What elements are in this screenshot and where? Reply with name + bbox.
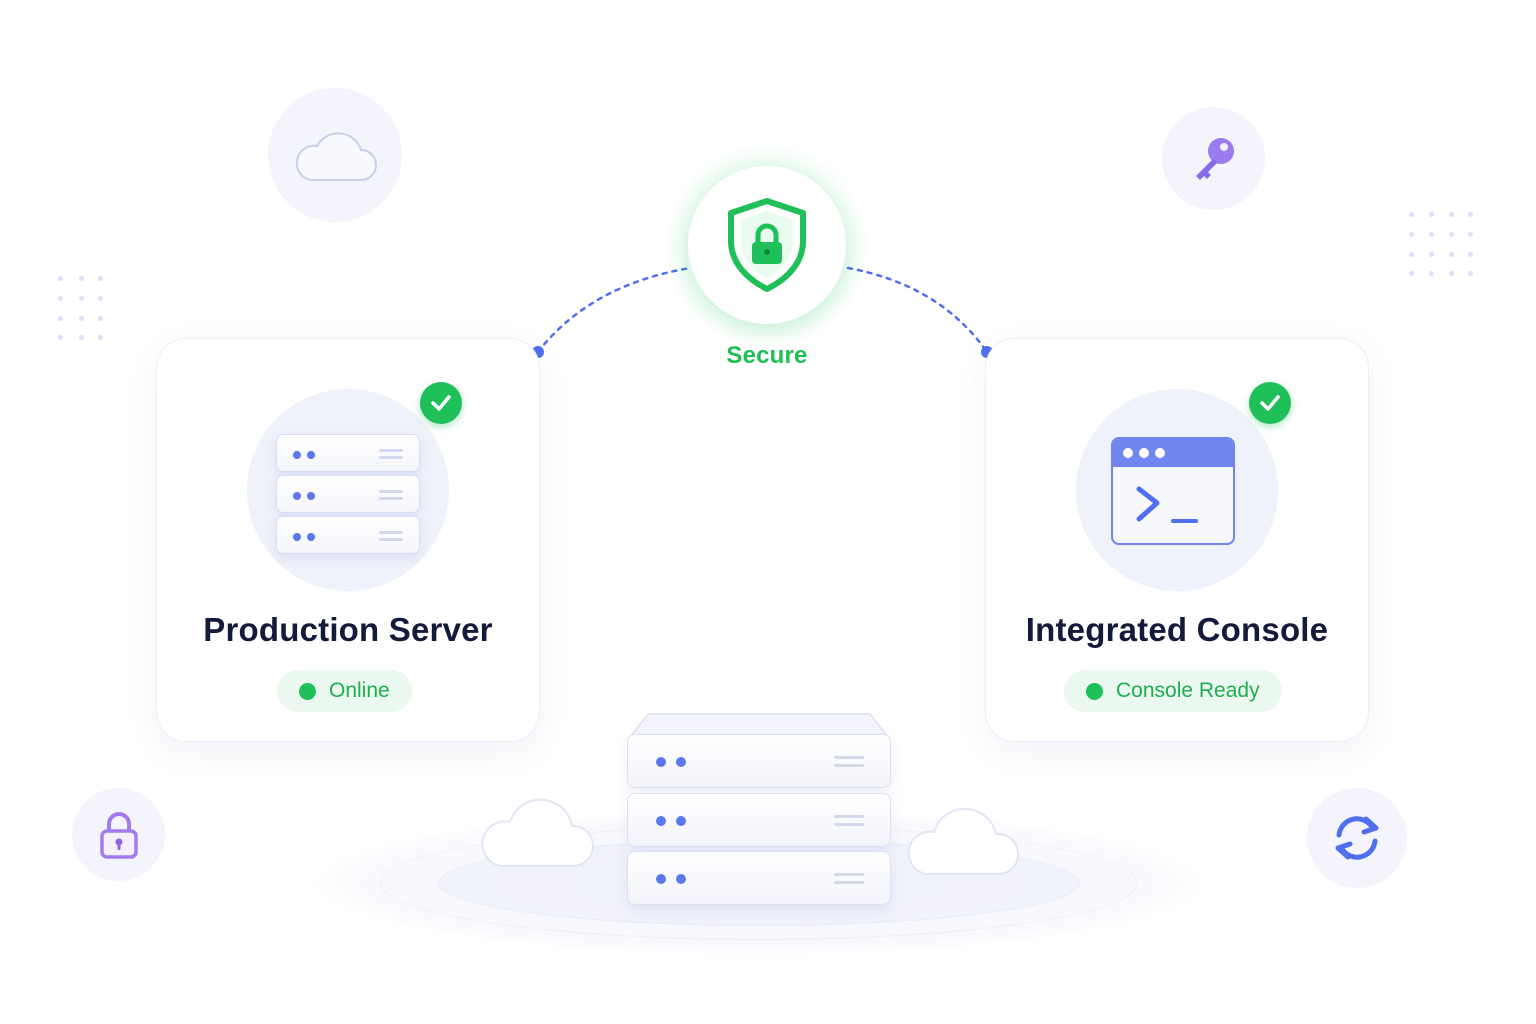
secure-node: [688, 166, 846, 324]
status-dot: [1086, 682, 1103, 700]
server-unit: [627, 851, 891, 905]
server-unit: [627, 793, 891, 847]
status-text: Online: [329, 679, 390, 702]
shield-lock-icon: [728, 198, 806, 292]
dot-grid-right: [1409, 212, 1475, 278]
rack-unit: [276, 434, 420, 472]
arc-left: [536, 266, 692, 354]
secure-label: Secure: [726, 342, 808, 369]
check-icon: [1249, 382, 1291, 424]
cloud-icon: [907, 807, 1020, 875]
rack-unit: [276, 516, 420, 554]
deco-lock: [72, 788, 165, 881]
integrated-console-card[interactable]: Integrated Console Console Ready: [985, 338, 1369, 742]
card-title: Production Server: [203, 611, 493, 648]
status-dot: [299, 682, 316, 700]
production-server-card[interactable]: Production Server Online: [156, 338, 540, 742]
arc-right: [846, 266, 989, 354]
rack-unit: [276, 475, 420, 513]
card-title: Integrated Console: [1025, 611, 1329, 648]
cloud-icon: [295, 132, 377, 181]
terminal-window-icon: [1111, 437, 1235, 545]
deco-key: [1162, 107, 1265, 210]
deco-cloud: [268, 88, 402, 222]
refresh-icon: [1335, 816, 1379, 860]
status-text: Console Ready: [1116, 679, 1260, 702]
dot-grid-left: [58, 276, 108, 342]
status-badge: Online: [277, 670, 412, 712]
status-badge: Console Ready: [1064, 670, 1282, 712]
deco-refresh: [1307, 788, 1407, 888]
cloud-icon: [481, 798, 595, 867]
key-icon: [1195, 137, 1234, 180]
check-icon: [420, 382, 462, 424]
padlock-icon: [99, 811, 138, 859]
server-unit: [627, 734, 891, 788]
